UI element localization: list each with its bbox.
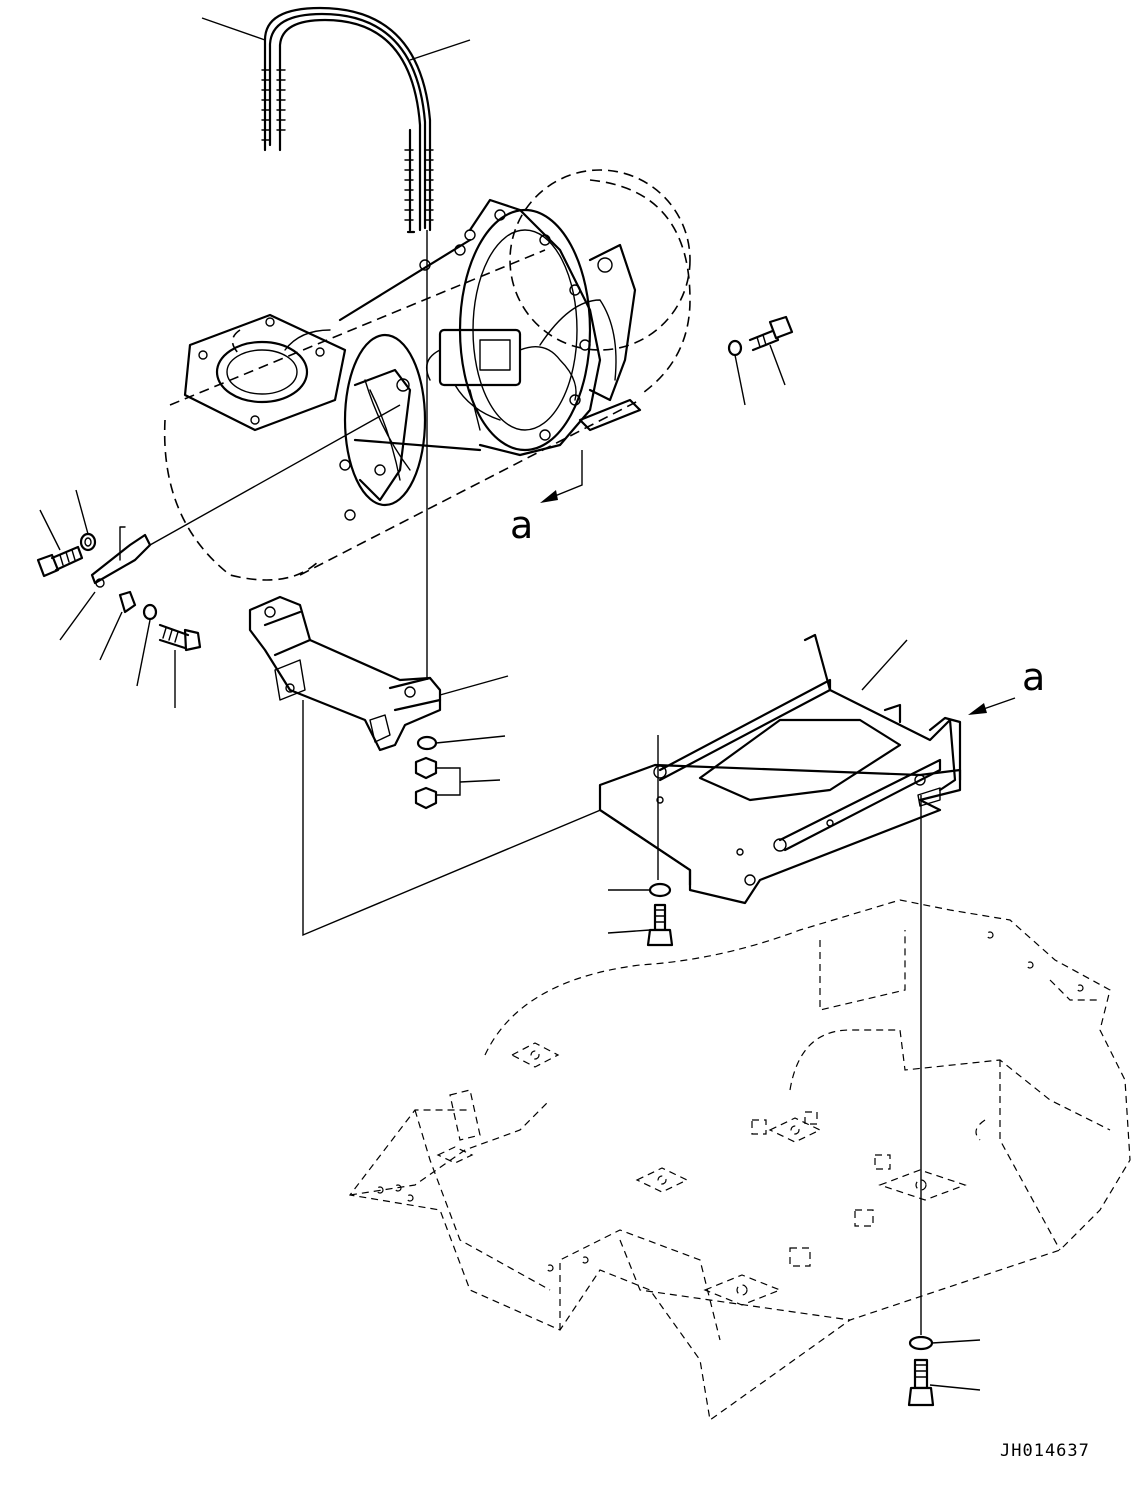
revolving-frame bbox=[348, 899, 1131, 1422]
mount-bracket bbox=[248, 230, 661, 937]
view-label-a-top: a bbox=[510, 503, 533, 547]
view-arrow-a-top: a bbox=[510, 450, 583, 547]
drawing-number: JH014637 bbox=[1000, 1441, 1090, 1461]
left-hardware bbox=[36, 404, 401, 708]
view-arrow-a-right: a bbox=[968, 655, 1045, 715]
bottom-bolt bbox=[907, 795, 981, 1407]
transmission bbox=[163, 169, 691, 581]
u-bolt bbox=[201, 6, 471, 234]
view-label-a-right: a bbox=[1022, 655, 1045, 699]
bracket-plate bbox=[598, 633, 962, 947]
right-bolt bbox=[727, 315, 794, 406]
